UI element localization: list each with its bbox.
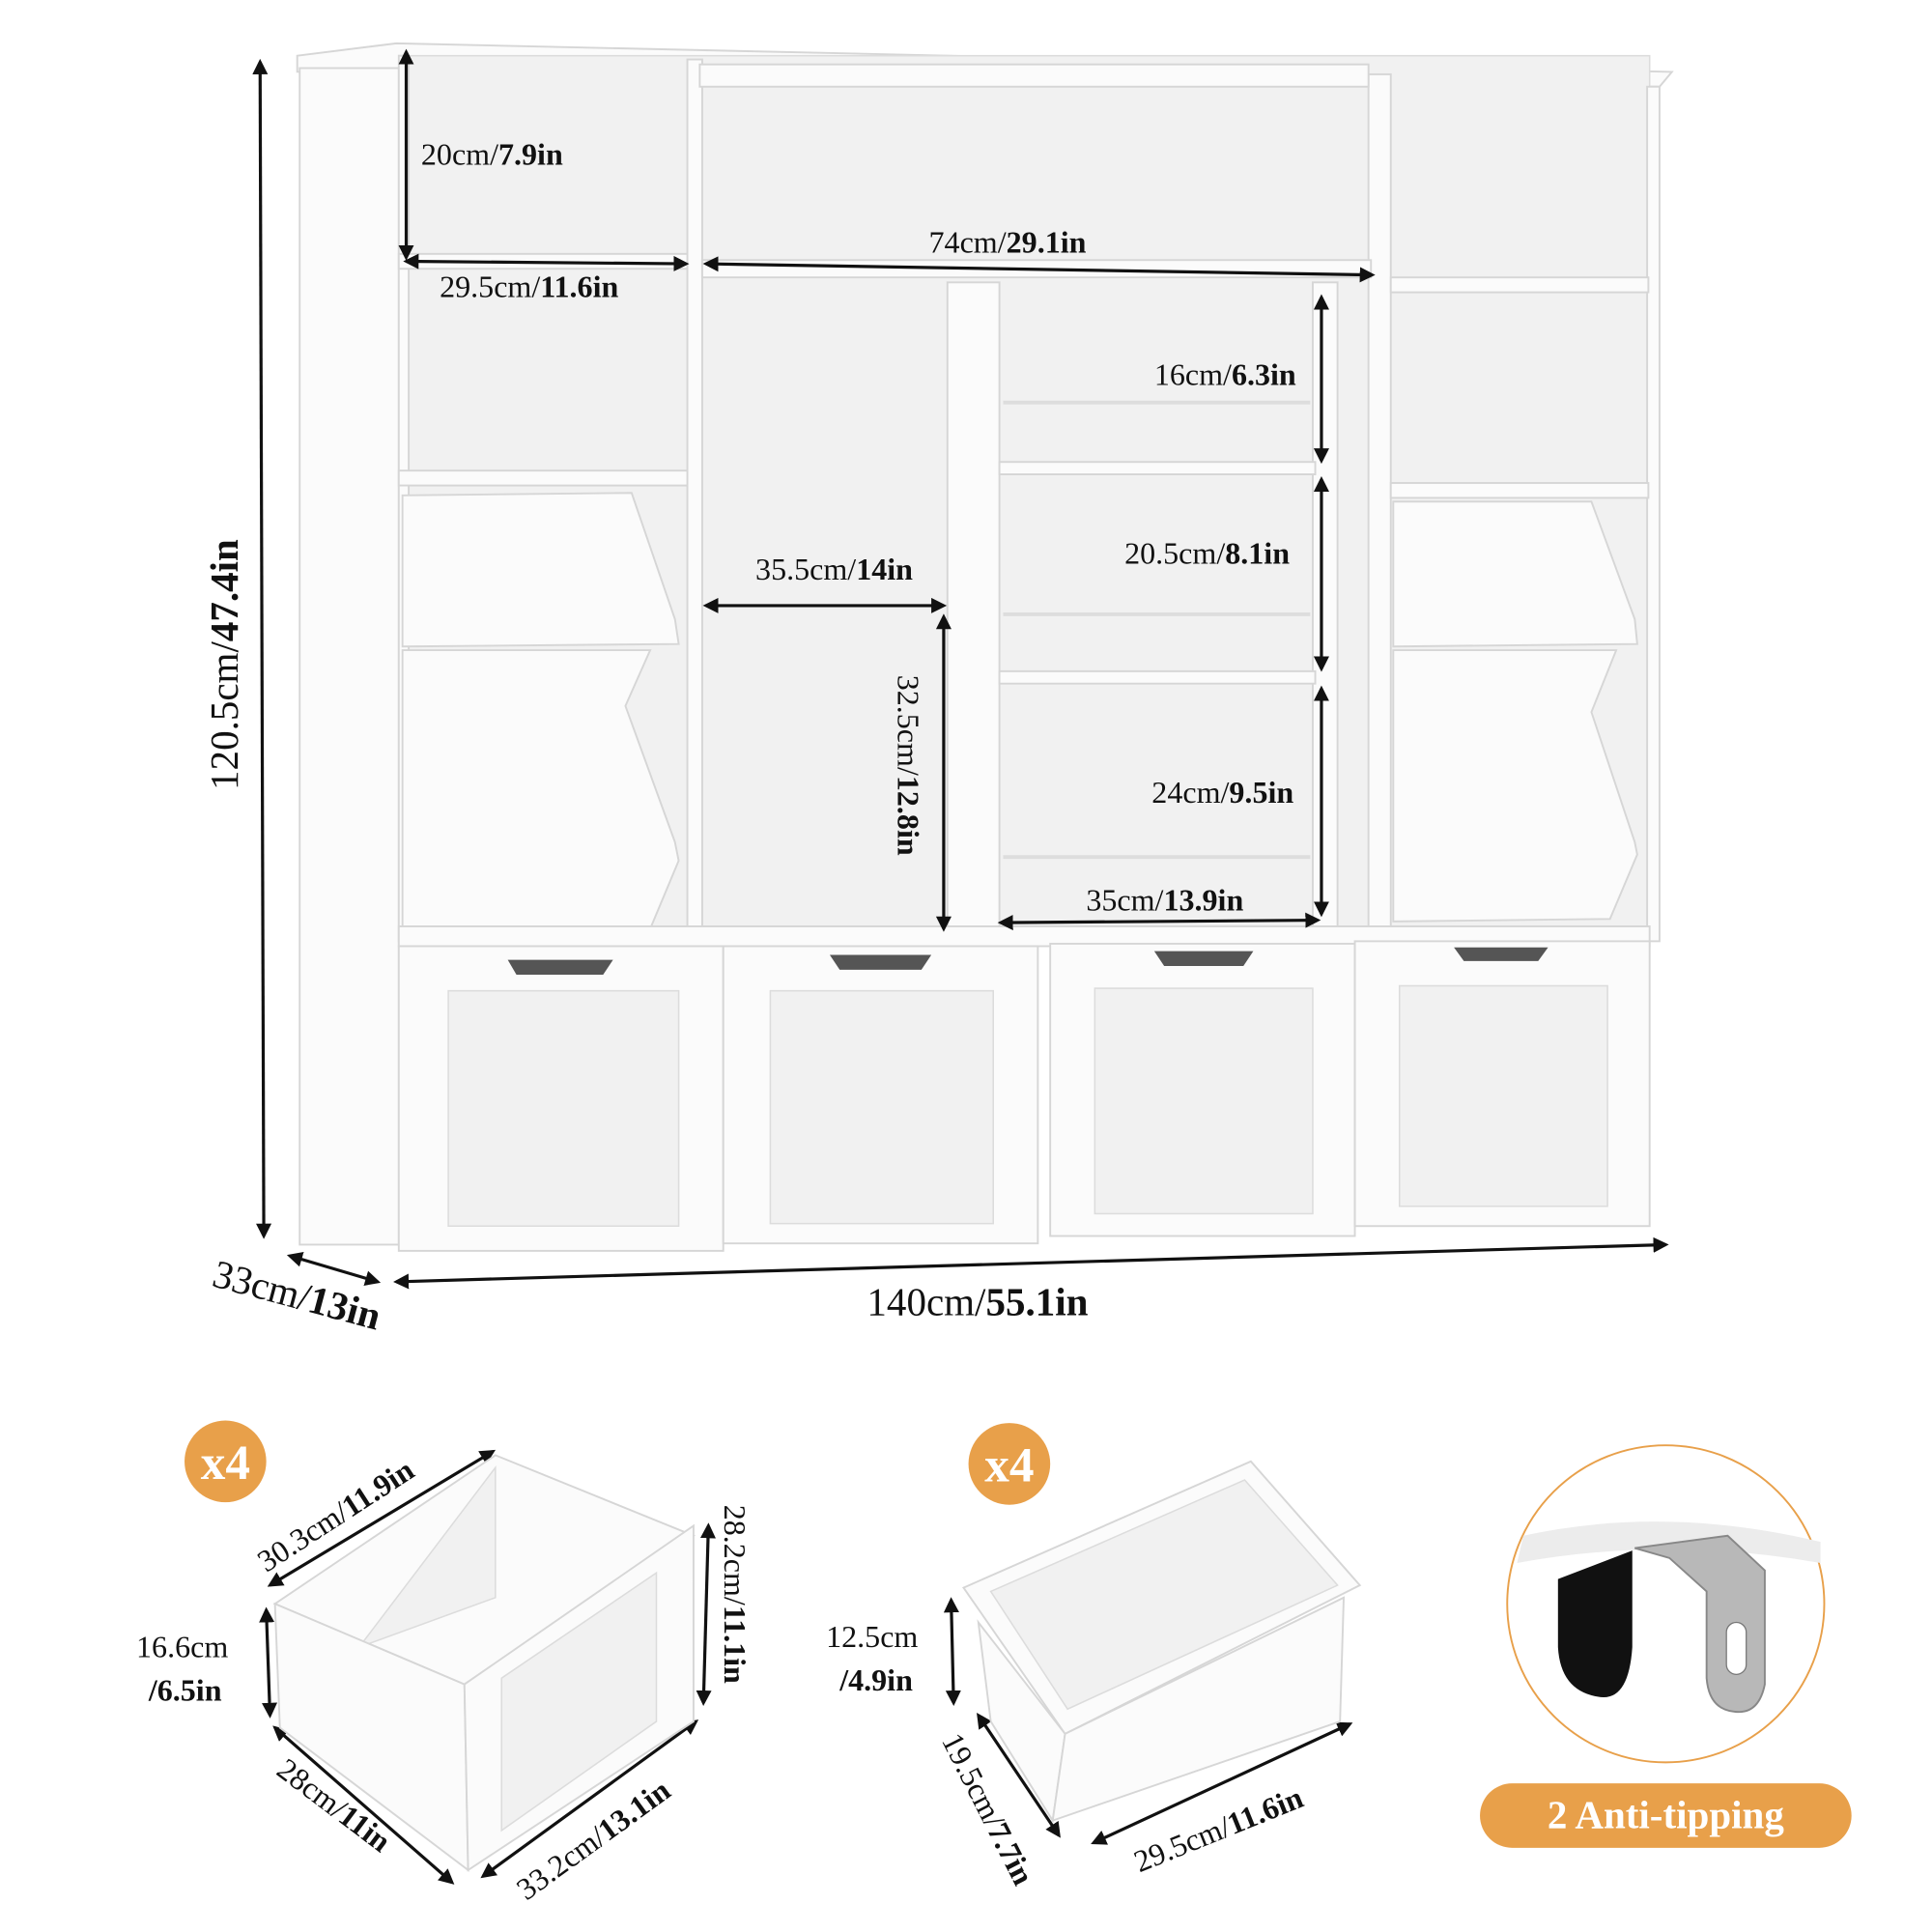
label-bin-length: 29.5cm/11.6in [1129, 1779, 1308, 1879]
drawer-quantity-badge: x4 [185, 1420, 267, 1503]
anti-tipping-bracket-icon [1506, 1444, 1826, 1764]
label-drawer-height-cm: 16.6cm [136, 1629, 228, 1663]
label-depth: 33cm/13in [209, 1251, 386, 1338]
storage-bin [401, 492, 1638, 933]
drawer-fronts [397, 940, 1651, 1252]
label-top-cube-height: 20cm/7.9in [421, 137, 563, 172]
label-side-width: 29.5cm/11.6in [440, 270, 618, 304]
label-center-left-height: 32.5cm/12.8in [891, 675, 925, 856]
svg-text:2 Anti-tipping: 2 Anti-tipping [1548, 1792, 1785, 1836]
dimension-arrows [252, 48, 1669, 1885]
label-center-left-width: 35.5cm/14in [755, 552, 913, 586]
bin-quantity-badge: x4 [968, 1423, 1051, 1505]
label-total-width: 140cm/55.1in [867, 1280, 1088, 1324]
label-bin-height-cm: 12.5cm [826, 1619, 918, 1654]
label-shelf-1: 16cm/6.3in [1154, 357, 1296, 392]
label-shelf-3: 24cm/9.5in [1151, 775, 1293, 810]
label-drawer-height-in: /6.5in [148, 1672, 222, 1707]
label-drawer-front-height: 28.2cm/11.1in [718, 1505, 753, 1684]
label-total-height: 120.5cm/47.4in [202, 539, 246, 790]
svg-text:x4: x4 [201, 1435, 250, 1491]
label-bin-height-in: /4.9in [838, 1662, 913, 1697]
bin-illustration [961, 1460, 1362, 1824]
bookcase-illustration [296, 42, 1674, 1252]
anti-tipping-badge: 2 Anti-tipping [1480, 1783, 1852, 1848]
label-center-right-width: 35cm/13.9in [1086, 882, 1243, 917]
svg-text:x4: x4 [984, 1437, 1034, 1492]
drawer-illustration [272, 1454, 696, 1872]
label-top-center-width: 74cm/29.1in [929, 225, 1087, 260]
label-shelf-2: 20.5cm/8.1in [1124, 535, 1290, 570]
